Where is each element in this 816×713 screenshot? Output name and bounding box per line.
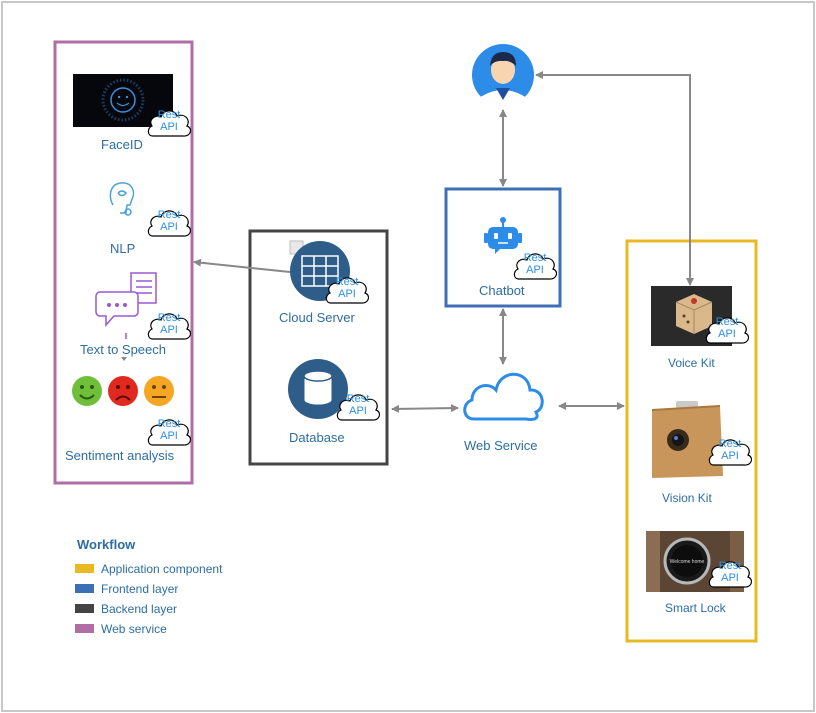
chatbot-robot-icon bbox=[484, 217, 522, 254]
nlp-head-icon bbox=[109, 182, 135, 216]
legend-label-application: Application component bbox=[101, 562, 223, 576]
nlp-label: NLP bbox=[110, 241, 136, 256]
web-service-cloud-icon bbox=[463, 372, 544, 421]
sentiment-analysis-label: Sentiment analysis bbox=[65, 448, 175, 463]
arrow-cloud-to-services bbox=[193, 258, 291, 273]
rest-api-cloud-sentiment bbox=[147, 419, 192, 446]
faceid-image bbox=[73, 74, 173, 127]
web-service-label: Web Service bbox=[464, 438, 538, 453]
legend-label-webservice: Web service bbox=[101, 622, 167, 636]
faceid-label: FaceID bbox=[101, 137, 143, 152]
sad-face-icon bbox=[108, 376, 138, 406]
rest-api-cloud-database bbox=[336, 394, 381, 421]
legend-title: Workflow bbox=[77, 537, 136, 552]
chatbot-label: Chatbot bbox=[479, 283, 525, 298]
lock-screen-text: Welcome home bbox=[670, 559, 705, 565]
rest-api-cloud-tts bbox=[147, 313, 192, 340]
text-to-speech-icon bbox=[95, 272, 157, 339]
database-icon bbox=[288, 359, 348, 419]
happy-face-icon bbox=[72, 376, 102, 406]
legend-swatch-frontend bbox=[75, 584, 94, 593]
text-to-speech-label: Text to Speech bbox=[80, 342, 166, 357]
rest-api-cloud-nlp bbox=[147, 210, 192, 237]
vision-kit-image bbox=[650, 401, 723, 478]
legend-swatch-application bbox=[75, 564, 94, 573]
rest-api-cloud-faceid bbox=[147, 110, 192, 137]
rest-api-cloud-vision-kit bbox=[708, 439, 753, 466]
legend-label-backend: Backend layer bbox=[101, 602, 178, 616]
rest-api-cloud-chatbot bbox=[513, 253, 558, 280]
tts-down-arrow bbox=[121, 357, 127, 361]
rest-api-cloud-cloud-server bbox=[325, 277, 370, 304]
neutral-face-icon bbox=[144, 376, 174, 406]
rest-api-cloud-voice-kit bbox=[705, 317, 750, 344]
cloud-server-label: Cloud Server bbox=[279, 310, 355, 325]
database-label: Database bbox=[289, 430, 345, 445]
arrow-user-voicekit bbox=[535, 71, 694, 286]
legend-swatch-webservice bbox=[75, 624, 94, 633]
user-avatar-icon bbox=[472, 44, 534, 106]
web-service-group bbox=[53, 40, 194, 485]
arrow-database-webservice bbox=[391, 404, 459, 413]
smart-lock-label: Smart Lock bbox=[665, 601, 726, 615]
vision-kit-label: Vision Kit bbox=[662, 491, 712, 505]
backend-group bbox=[248, 229, 389, 466]
legend-label-frontend: Frontend layer bbox=[101, 582, 179, 596]
rest-api-cloud-smart-lock bbox=[708, 561, 753, 588]
voice-kit-label: Voice Kit bbox=[668, 356, 715, 370]
legend-swatch-backend bbox=[75, 604, 94, 613]
